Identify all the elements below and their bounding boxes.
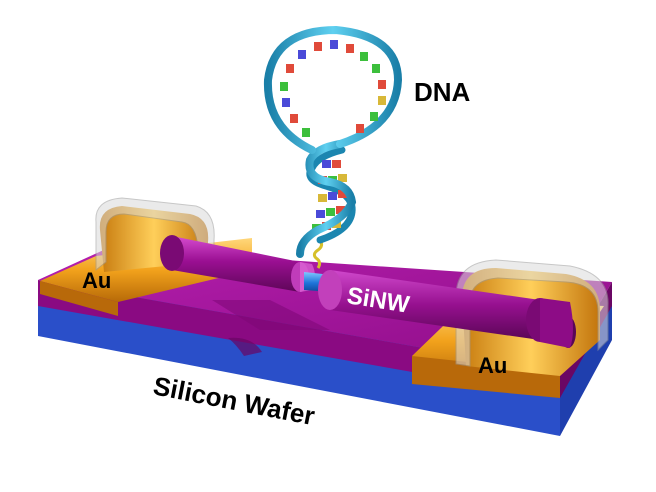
right-tube (318, 270, 576, 348)
au-label-right: Au (478, 353, 507, 378)
dna-label: DNA (414, 77, 471, 107)
left-tube (160, 235, 315, 292)
dna-molecule (263, 25, 403, 269)
dna-loop-bases (280, 40, 386, 137)
au-label-left: Au (82, 268, 111, 293)
